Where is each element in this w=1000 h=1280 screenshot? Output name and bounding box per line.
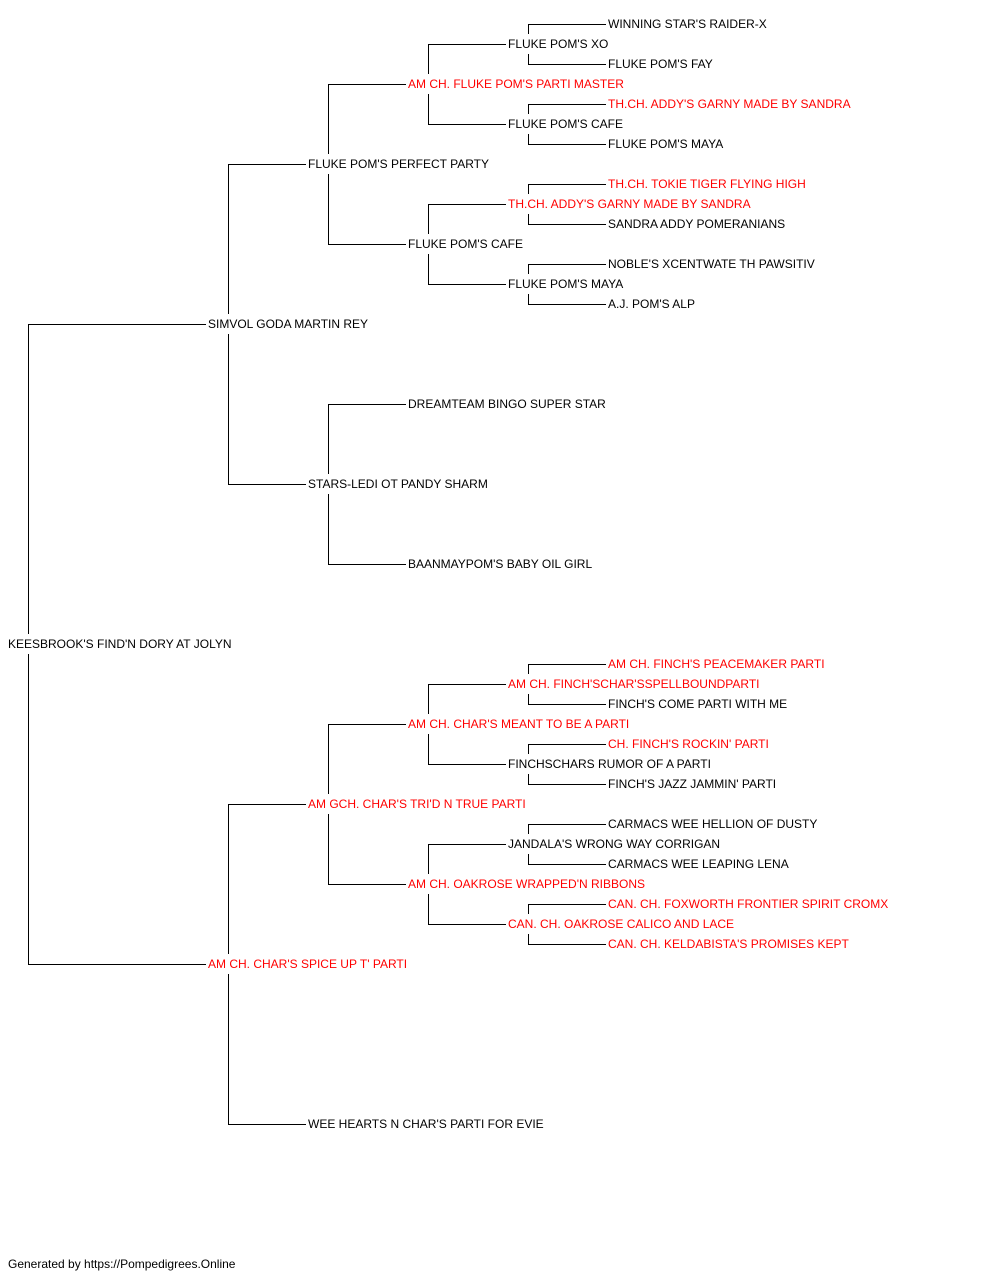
sire-name-gen3[interactable]: DREAMTEAM BINGO SUPER STAR	[408, 397, 608, 411]
dam-name-gen5[interactable]: SANDRA ADDY POMERANIANS	[608, 217, 788, 231]
dam-name-gen3[interactable]: FLUKE POM'S CAFE	[408, 237, 525, 251]
sire-name-gen5[interactable]: TH.CH. TOKIE TIGER FLYING HIGH	[608, 177, 808, 191]
dam-name-gen4[interactable]: FLUKE POM'S CAFE	[508, 117, 625, 131]
sire-name-gen4[interactable]: AM CH. FINCH'SCHAR'SSPELLBOUNDPARTI	[508, 677, 762, 691]
dam-name-gen5[interactable]: CAN. CH. KELDABISTA'S PROMISES KEPT	[608, 937, 851, 951]
sire-name-gen5[interactable]: TH.CH. ADDY'S GARNY MADE BY SANDRA	[608, 97, 853, 111]
sire-name-gen2[interactable]: FLUKE POM'S PERFECT PARTY	[308, 157, 491, 171]
dam-name-gen5[interactable]: A.J. POM'S ALP	[608, 297, 697, 311]
sire-name-gen3[interactable]: AM CH. CHAR'S MEANT TO BE A PARTI	[408, 717, 632, 731]
sire-name-gen5[interactable]: CAN. CH. FOXWORTH FRONTIER SPIRIT CROMX	[608, 897, 891, 911]
sire-name-gen4[interactable]: TH.CH. ADDY'S GARNY MADE BY SANDRA	[508, 197, 753, 211]
dam-name-gen5[interactable]: FLUKE POM'S FAY	[608, 57, 715, 71]
sire-name-gen5[interactable]: NOBLE'S XCENTWATE TH PAWSITIV	[608, 257, 817, 271]
dam-name-gen5[interactable]: FLUKE POM'S MAYA	[608, 137, 726, 151]
sire-name-gen1[interactable]: SIMVOL GODA MARTIN REY	[208, 317, 371, 331]
footer-credit[interactable]: Generated by https://Pompedigrees.Online	[8, 1257, 236, 1271]
sire-name-gen5[interactable]: WINNING STAR'S RAIDER-X	[608, 17, 769, 31]
dam-name-gen5[interactable]: FINCH'S COME PARTI WITH ME	[608, 697, 790, 711]
dam-name-gen1[interactable]: AM CH. CHAR'S SPICE UP T' PARTI	[208, 957, 410, 971]
sire-name-gen5[interactable]: CH. FINCH'S ROCKIN' PARTI	[608, 737, 771, 751]
dam-name-gen4[interactable]: CAN. CH. OAKROSE CALICO AND LACE	[508, 917, 737, 931]
subject-dog-name[interactable]: KEESBROOK'S FIND'N DORY AT JOLYN	[8, 637, 234, 651]
dam-name-gen4[interactable]: FINCHSCHARS RUMOR OF A PARTI	[508, 757, 713, 771]
dam-name-gen3[interactable]: AM CH. OAKROSE WRAPPED'N RIBBONS	[408, 877, 647, 891]
dam-name-gen2[interactable]: STARS-LEDI OT PANDY SHARM	[308, 477, 490, 491]
sire-name-gen4[interactable]: FLUKE POM'S XO	[508, 37, 611, 51]
dam-name-gen4[interactable]: FLUKE POM'S MAYA	[508, 277, 626, 291]
sire-name-gen5[interactable]: CARMACS WEE HELLION OF DUSTY	[608, 817, 820, 831]
sire-name-gen4[interactable]: JANDALA'S WRONG WAY CORRIGAN	[508, 837, 723, 851]
dam-name-gen5[interactable]: FINCH'S JAZZ JAMMIN' PARTI	[608, 777, 779, 791]
sire-name-gen2[interactable]: AM GCH. CHAR'S TRI'D N TRUE PARTI	[308, 797, 528, 811]
sire-name-gen5[interactable]: AM CH. FINCH'S PEACEMAKER PARTI	[608, 657, 827, 671]
dam-name-gen2[interactable]: WEE HEARTS N CHAR'S PARTI FOR EVIE	[308, 1117, 546, 1131]
dam-name-gen3[interactable]: BAANMAYPOM'S BABY OIL GIRL	[408, 557, 595, 571]
dam-name-gen5[interactable]: CARMACS WEE LEAPING LENA	[608, 857, 791, 871]
sire-name-gen3[interactable]: AM CH. FLUKE POM'S PARTI MASTER	[408, 77, 626, 91]
